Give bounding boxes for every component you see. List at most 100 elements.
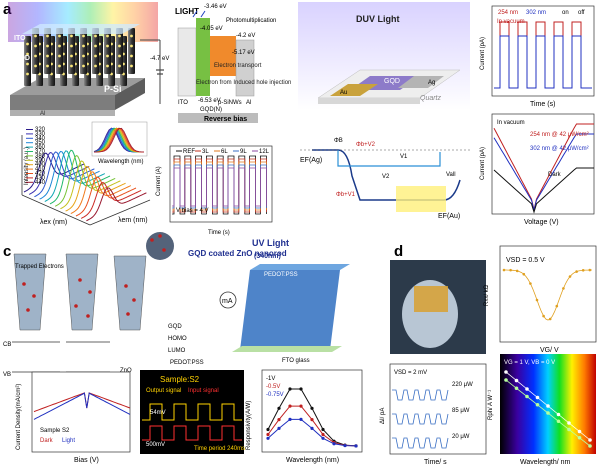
legend-label: 410 xyxy=(35,167,46,173)
v1-label: V1 xyxy=(400,154,408,160)
layer-label: GQD(N) xyxy=(200,107,222,113)
level-label: 85 μW xyxy=(452,408,470,414)
nanowire-array xyxy=(24,28,135,86)
resp-point xyxy=(321,427,325,432)
energy-label: -4.7 eV xyxy=(150,56,169,62)
gqd-dot xyxy=(82,34,85,38)
resp-point xyxy=(310,406,314,410)
pedot-top xyxy=(250,264,350,270)
resp-point xyxy=(299,387,303,391)
inset-x-label: Wavelength (nm) xyxy=(98,159,143,165)
pl-curves xyxy=(23,149,147,222)
psi-label: P-Si xyxy=(104,84,122,94)
square-wave xyxy=(172,167,267,207)
x-axis xyxy=(21,194,91,226)
nanorod-schematics: Trapped Electrons CB VB ZnO HOMO LUMO PE… xyxy=(3,232,204,378)
chart-b-time-series xyxy=(494,21,592,89)
electron-dot xyxy=(124,284,128,288)
zno-label: ZnO xyxy=(120,368,132,374)
vsd-label: VSD = 2 mV xyxy=(394,370,427,376)
resp-point xyxy=(277,418,281,422)
legend-254: 254 nm @ 42 μW/cm² xyxy=(530,132,589,138)
al-band xyxy=(235,39,255,97)
square-wave xyxy=(494,35,592,89)
chart-b-iv-series xyxy=(493,123,594,214)
chart-a-time-series xyxy=(172,155,267,215)
resp-point xyxy=(288,404,292,408)
electron-dot xyxy=(32,294,36,298)
gqd-dot xyxy=(58,64,61,68)
spec-curve xyxy=(505,379,591,447)
nanowire xyxy=(104,28,111,74)
square-wave xyxy=(172,164,267,209)
gqd-dot xyxy=(46,64,49,68)
light-label: LIGHT xyxy=(175,7,199,16)
ammeter xyxy=(219,291,237,309)
iv-curve xyxy=(493,167,594,214)
uv-light-label: UV Light xyxy=(252,238,289,248)
x-axis-label: Bias (V) xyxy=(74,457,99,464)
nanowire xyxy=(32,28,39,74)
x-axis-label: Time (s) xyxy=(530,101,555,108)
uv-wavelength-label: (340nm) xyxy=(254,253,281,260)
square-wave xyxy=(172,161,267,211)
period-label: Time period 240ms xyxy=(194,446,245,452)
band-diagram-b: EF(Ag) EF(Au) ΦB Φb+V2 Φb+V1 V1 V2 Vall xyxy=(300,138,470,220)
nanowire xyxy=(24,36,31,86)
electron-dot xyxy=(78,278,82,282)
v2-label: V2 xyxy=(382,174,390,180)
gqd-dot xyxy=(26,72,29,76)
electron-dot xyxy=(158,234,162,238)
legend-m05v: -0.5V xyxy=(266,384,280,390)
legend-dark: Dark xyxy=(548,172,562,178)
ito-label: ITO xyxy=(14,35,26,42)
legend-label: 340 xyxy=(35,136,46,142)
pl-curve xyxy=(70,171,132,215)
chart-c-scope: Sample:S2 Output signal Input signal 54m… xyxy=(140,370,245,454)
sinw-band xyxy=(210,36,236,76)
ag-electrode xyxy=(398,76,444,88)
nanowire xyxy=(128,28,135,74)
quartz-label: Quartz xyxy=(420,95,442,102)
electron-dot xyxy=(132,298,136,302)
electron-dot xyxy=(126,312,130,316)
gqd-dot xyxy=(46,54,49,58)
nanowire xyxy=(68,28,75,74)
iv-curve xyxy=(33,392,131,413)
legend-dark: Dark xyxy=(40,438,54,444)
chart-c-resp: Responsivity(A/W) Wavelength (nm) -1V -0… xyxy=(246,369,363,464)
band-note: Electron from Induced hole injection xyxy=(196,80,291,86)
resp-point xyxy=(277,426,281,431)
pl-curve xyxy=(54,154,116,207)
resp-point xyxy=(310,418,314,422)
panel-b: b DUV Light GQD Ag Au Quartz EF(Ag) EF(A… xyxy=(298,1,595,226)
vbias-label: V bias = 4 V xyxy=(176,208,209,214)
fto-label: FTO glass xyxy=(282,358,310,364)
resp-point xyxy=(266,436,270,440)
legend-label: 330 xyxy=(35,131,46,137)
gqd-dot xyxy=(46,34,49,38)
iv-curve xyxy=(493,133,594,211)
legend-label: 6L xyxy=(221,149,228,155)
phi-label: ΦB xyxy=(334,138,343,144)
inset-curve xyxy=(94,127,145,153)
uv-device: UV Light (340nm) GQD coated ZnO nanorod … xyxy=(188,238,350,364)
gqd-dot xyxy=(94,44,97,48)
electron-dot xyxy=(88,290,92,294)
gqd-dot xyxy=(70,54,73,58)
gqd-dot xyxy=(70,64,73,68)
legend-on: on xyxy=(562,10,569,16)
gqd-dot xyxy=(118,44,121,48)
energy-label: -5.17 eV xyxy=(232,50,255,56)
electron-dot xyxy=(162,248,166,252)
reverse-bias-bar xyxy=(178,113,258,123)
panel-c: c Trapped Electrons CB VB ZnO HOMO LUMO … xyxy=(3,232,363,464)
nanorod-array xyxy=(240,270,340,350)
legend-label: REF xyxy=(183,149,195,155)
photocurrent xyxy=(392,437,449,449)
plot-frame xyxy=(261,369,363,453)
